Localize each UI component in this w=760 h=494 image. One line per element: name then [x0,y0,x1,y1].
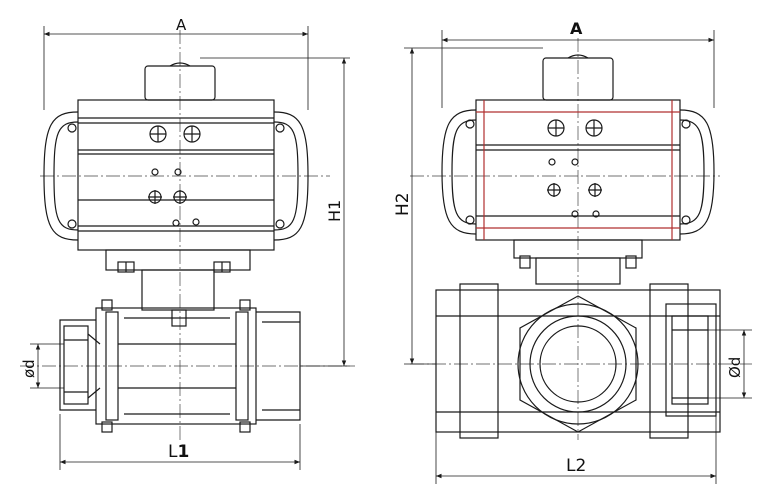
left-dim-a-label: A [176,16,187,34]
left-dim-h1-label: H1 [325,200,344,222]
left-mounting-bracket [105,249,251,273]
right-view [404,30,752,484]
left-actuator-body [77,99,275,251]
right-mounting-bracket [513,239,643,285]
left-dim-d-label: ød [20,359,38,378]
right-dimensions [404,30,752,484]
right-valve-body [435,283,721,439]
right-dim-d-label: Ød [726,357,744,378]
right-dim-h2-label: H2 [393,192,413,216]
left-dim-l1-prefix: L [168,442,178,462]
right-actuator-body [475,99,681,241]
right-dim-a-label: A [570,19,583,38]
left-dim-l1-suffix: 1 [177,442,189,462]
left-actuator-end-caps [43,111,309,241]
left-actuator-ports [148,125,201,227]
right-actuator-end-caps [441,109,715,235]
right-actuator-ports [547,119,603,218]
left-dimensions [30,26,350,470]
left-centerlines [20,30,355,440]
right-centerlines [410,38,752,440]
left-view [20,26,355,470]
left-dim-l1-label: L1 [168,442,189,462]
right-dim-l2-label: L2 [566,456,586,476]
